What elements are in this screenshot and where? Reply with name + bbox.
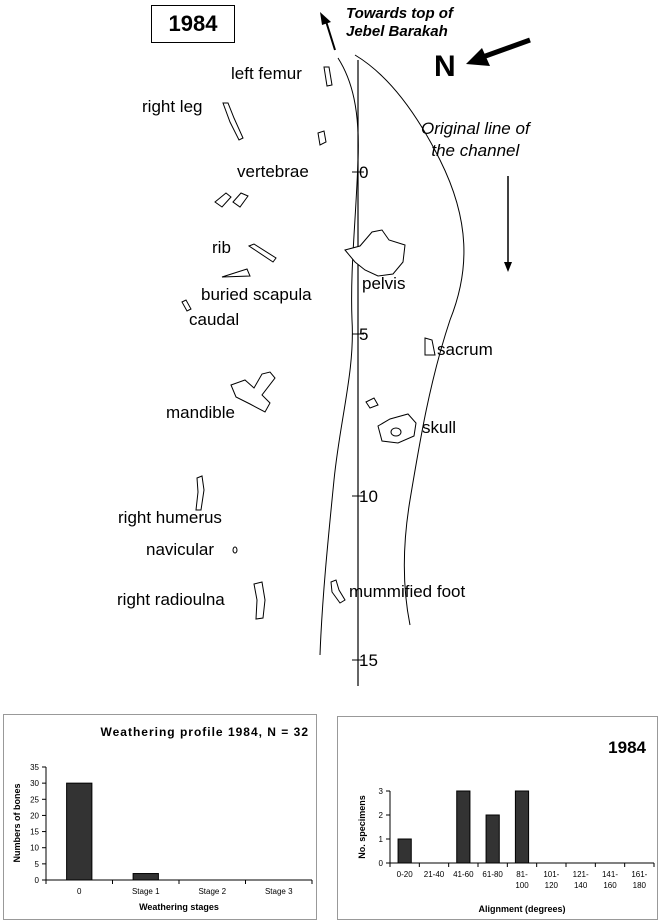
sacrum-shape (424, 337, 436, 356)
rib-shape (247, 243, 277, 263)
caudal-shape (181, 299, 192, 312)
pelvis-shape (344, 229, 406, 277)
channel-note-line-1: Original line of (421, 119, 530, 138)
x-tick-label: 140 (574, 881, 588, 890)
x-tick-label: 100 (515, 881, 529, 890)
map-drawing (181, 12, 531, 686)
y-tick-label: 0 (379, 859, 384, 868)
foot-shape (330, 579, 346, 604)
bone-small-1 (317, 130, 327, 146)
label-buried-scapula: buried scapula (201, 285, 312, 304)
label-right-leg: right leg (142, 97, 203, 116)
alignment-chart-panel: 1984 0 1 2 3 0-20 21-40 41-60 61-80 81- 100 101- 120… (337, 716, 658, 920)
x-tick-label: 0 (77, 887, 82, 896)
y-tick-label: 30 (30, 779, 39, 788)
label-rib: rib (212, 238, 231, 257)
channel-note-line-2: the channel (431, 141, 520, 161)
x-tick-label: 161- (631, 870, 647, 879)
x-tick-label: Stage 2 (198, 887, 226, 896)
y-axis-label: No. specimens (357, 795, 367, 859)
x-tick-label: 121- (573, 870, 589, 879)
label-navicular: navicular (146, 540, 215, 559)
scale-label-10: 10 (359, 487, 378, 506)
x-tick-label: 101- (543, 870, 559, 879)
x-tick-label: 61-80 (482, 870, 503, 879)
x-tick-label: Stage 3 (265, 887, 293, 896)
x-tick-label: 41-60 (453, 870, 474, 879)
north-arrow-line (479, 37, 531, 61)
label-right-radioulna: right radioulna (117, 590, 225, 609)
direction-arrow-head (320, 12, 331, 25)
y-tick-label: 1 (379, 835, 384, 844)
direction-note: Towards top of Jebel Barakah (346, 5, 453, 41)
bone-small-2 (365, 397, 379, 409)
vertebra-shape-2 (232, 192, 249, 208)
label-skull: skull (422, 418, 457, 437)
x-tick-label: Stage 1 (132, 887, 160, 896)
y-tick-label: 2 (379, 811, 384, 820)
bar-61-80 (485, 814, 500, 864)
scale-label-0: 0 (359, 163, 369, 182)
scapula-shape (221, 268, 251, 278)
north-label: N (434, 50, 456, 83)
x-tick-label: 0-20 (397, 870, 414, 879)
direction-note-line-2: Jebel Barakah (346, 23, 448, 40)
channel-right-bank (354, 54, 465, 626)
x-tick-label: 120 (545, 881, 559, 890)
label-right-humerus: right humerus (118, 508, 222, 527)
bar-0 (66, 782, 93, 881)
weathering-chart-panel: Weathering profile 1984, N = 32 0 5 10 15 20 2… (3, 714, 317, 920)
label-pelvis: pelvis (362, 274, 406, 293)
x-tick-label: 81- (516, 870, 528, 879)
north-arrow-head (466, 48, 490, 66)
y-tick-label: 35 (30, 763, 39, 772)
label-sacrum: sacrum (437, 340, 493, 359)
x-axis-label: Alignment (degrees) (478, 904, 565, 914)
y-tick-label: 5 (35, 860, 40, 869)
label-left-femur: left femur (231, 64, 302, 83)
direction-note-line-1: Towards top of (346, 5, 453, 22)
scale-label-15: 15 (359, 651, 378, 670)
left-femur-shape (323, 66, 333, 87)
bar-stage-1 (132, 873, 159, 881)
map-year-box: 1984 (151, 5, 235, 43)
y-tick-label: 20 (30, 811, 39, 820)
navicular-shape (232, 546, 238, 554)
y-tick-label: 15 (30, 828, 39, 837)
x-tick-label: 21-40 (424, 870, 445, 879)
channel-left-bank (319, 57, 359, 656)
weathering-chart: Weathering profile 1984, N = 32 0 5 10 15 20 2… (12, 725, 313, 912)
label-mandible: mandible (166, 403, 235, 422)
bar-41-60 (456, 790, 471, 864)
y-axis-label: Numbers of bones (12, 783, 22, 862)
humerus-shape (195, 475, 205, 511)
vertebra-shape-1 (214, 192, 232, 208)
y-tick-label: 25 (30, 795, 39, 804)
y-tick-label: 3 (379, 787, 384, 796)
x-axis-label: Weathering stages (139, 902, 219, 912)
bar-0-20 (397, 838, 412, 864)
mandible-shape (230, 371, 276, 413)
site-map: 1984 Towards top of Jebel Barakah N Orig… (117, 5, 531, 686)
alignment-chart: 1984 0 1 2 3 0-20 21-40 41-60 61-80 81- 100 101- 120… (357, 738, 655, 914)
scale-label-5: 5 (359, 325, 369, 344)
x-tick-label: 180 (633, 881, 647, 890)
right-leg-shape (222, 102, 244, 141)
x-tick-label: 141- (602, 870, 618, 879)
x-tick-label: 160 (603, 881, 617, 890)
label-vertebrae: vertebrae (237, 162, 309, 181)
channel-note: Original line of the channel (421, 118, 530, 162)
channel-arrow-head (504, 262, 512, 272)
y-tick-label: 10 (30, 844, 39, 853)
label-mummified-foot: mummified foot (349, 582, 466, 601)
chart-title: 1984 (608, 738, 646, 757)
label-caudal: caudal (189, 310, 240, 329)
skull-orbit (390, 427, 402, 437)
bar-81-100 (514, 790, 530, 864)
chart-title: Weathering profile 1984, N = 32 (100, 725, 309, 739)
radioulna-shape (253, 581, 266, 620)
y-tick-label: 0 (35, 876, 40, 885)
